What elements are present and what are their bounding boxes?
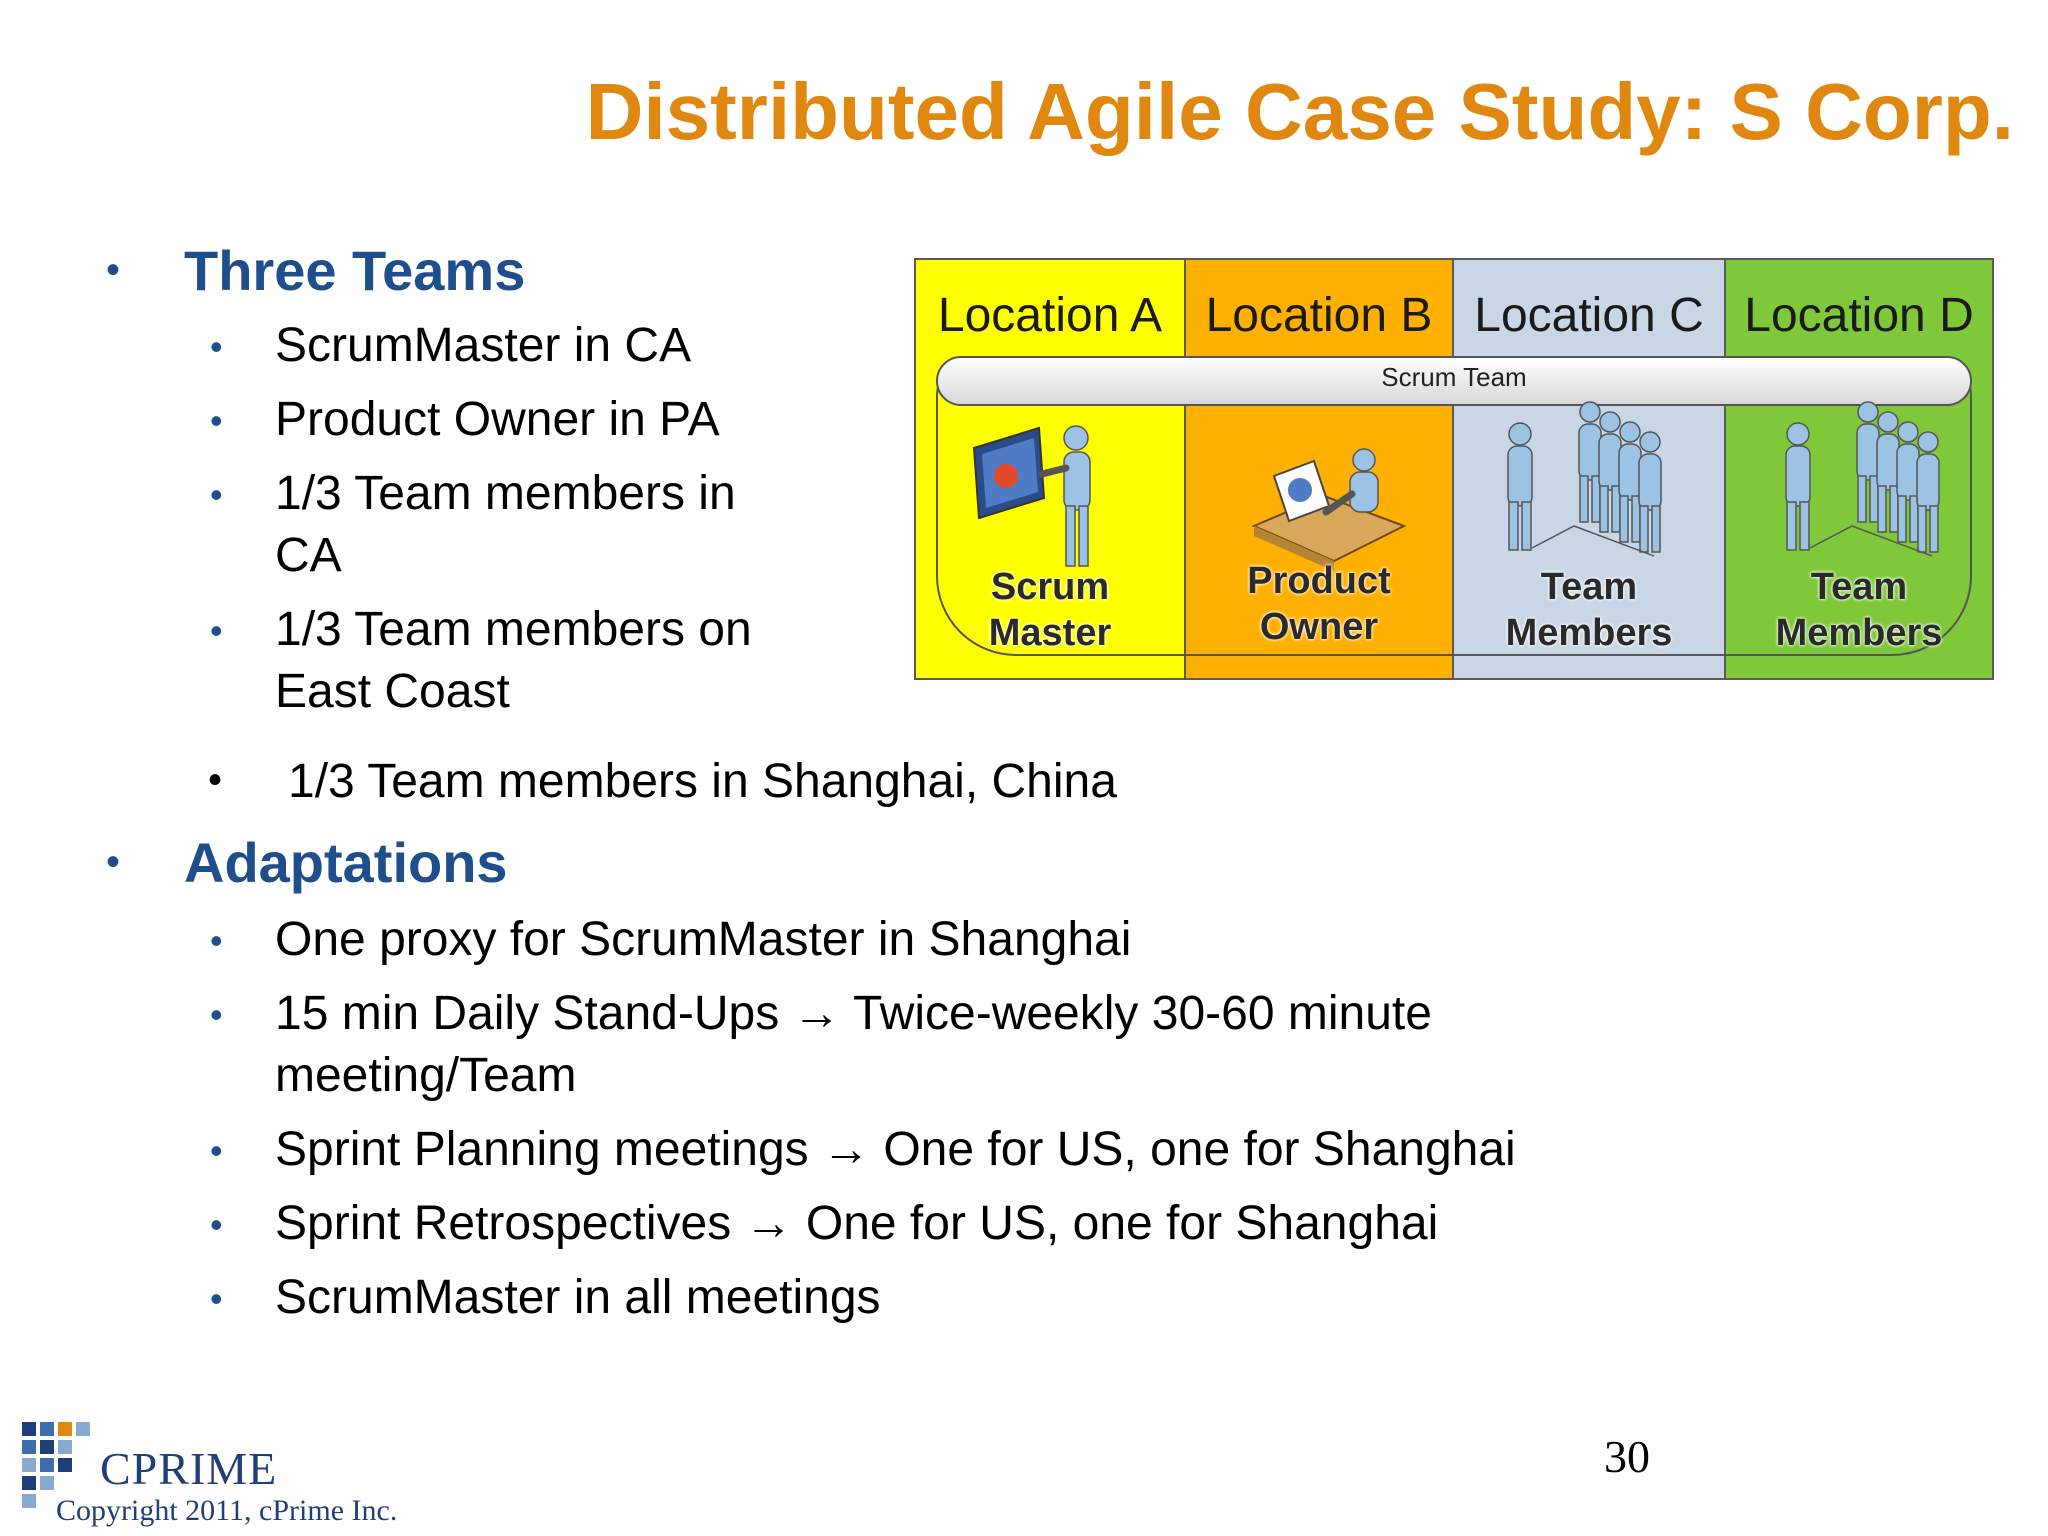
location-label: Location B [1205,289,1433,342]
bullet-icon: • [106,840,121,884]
list-item-continued: East Coast [275,665,510,718]
scrum-team-label: Scrum Team [1381,362,1527,392]
list-item: Product Owner in PA [275,393,720,446]
role-label-team-members: Team Members [1724,564,1994,656]
role-line: Master [988,612,1112,654]
section-heading-three-teams: Three Teams [184,239,526,302]
list-item: ScrumMaster in all meetings [275,1271,881,1324]
list-item: Sprint Planning meetings → One for US, o… [275,1123,1516,1176]
section-heading-adaptations: Adaptations [184,831,508,894]
team-members-icon [1785,401,1940,557]
list-item: Sprint Retrospectives → One for US, one … [275,1197,1439,1250]
scrum-team-band-header [936,356,1972,406]
role-line: Team [1810,566,1908,608]
location-label: Location D [1744,289,1974,342]
bullet-icon: • [210,610,223,651]
list-item-continued: CA [275,529,342,582]
cprime-logo-icon [22,1422,90,1508]
bullet-icon: • [210,920,223,961]
list-item: ScrumMaster in CA [275,319,692,372]
product-owner-desk-icon [1251,448,1407,571]
role-line: Members [1505,612,1673,654]
scrum-master-presenting-icon [972,425,1091,567]
bullet-icon: • [210,400,223,441]
role-line: Members [1775,612,1943,654]
list-item: 1/3 Team members in [275,467,736,520]
role-label-product-owner: Product Owner [1184,558,1454,650]
bullet-icon: • [210,474,223,515]
bullet-icon: • [106,248,121,292]
location-column-b: Location B [1184,258,1454,680]
bullet-icon: • [210,994,223,1035]
role-line: Team [1540,566,1638,608]
role-line: Product [1247,560,1391,602]
role-line: Owner [1259,606,1379,648]
location-label: Location C [1474,289,1704,342]
scrum-team-diagram: Location A Location B Location C Locatio… [914,258,1994,680]
bullet-icon: • [208,758,223,802]
role-label-team-members: Team Members [1452,564,1726,656]
copyright-text: Copyright 2011, cPrime Inc. [56,1494,398,1527]
list-item: 1/3 Team members in Shanghai, China [288,755,1117,808]
bullet-icon: • [210,1278,223,1319]
list-item: 1/3 Team members on [275,603,752,656]
bullet-icon: • [210,326,223,367]
cprime-logo-text: CPRIME [100,1443,278,1494]
bullet-icon: • [210,1130,223,1171]
role-label-scrum-master: Scrum Master [914,564,1186,656]
location-label: Location A [937,289,1163,342]
list-item: One proxy for ScrumMaster in Shanghai [275,913,1132,966]
list-item: 15 min Daily Stand-Ups → Twice-weekly 30… [275,987,1432,1040]
slide-title: Distributed Agile Case Study: S Corp. [585,67,2014,156]
page-number: 30 [1604,1431,1650,1482]
role-line: Scrum [990,566,1110,608]
list-item-continued: meeting/Team [275,1049,577,1102]
bullet-icon: • [210,1204,223,1245]
team-members-icon [1507,401,1662,557]
